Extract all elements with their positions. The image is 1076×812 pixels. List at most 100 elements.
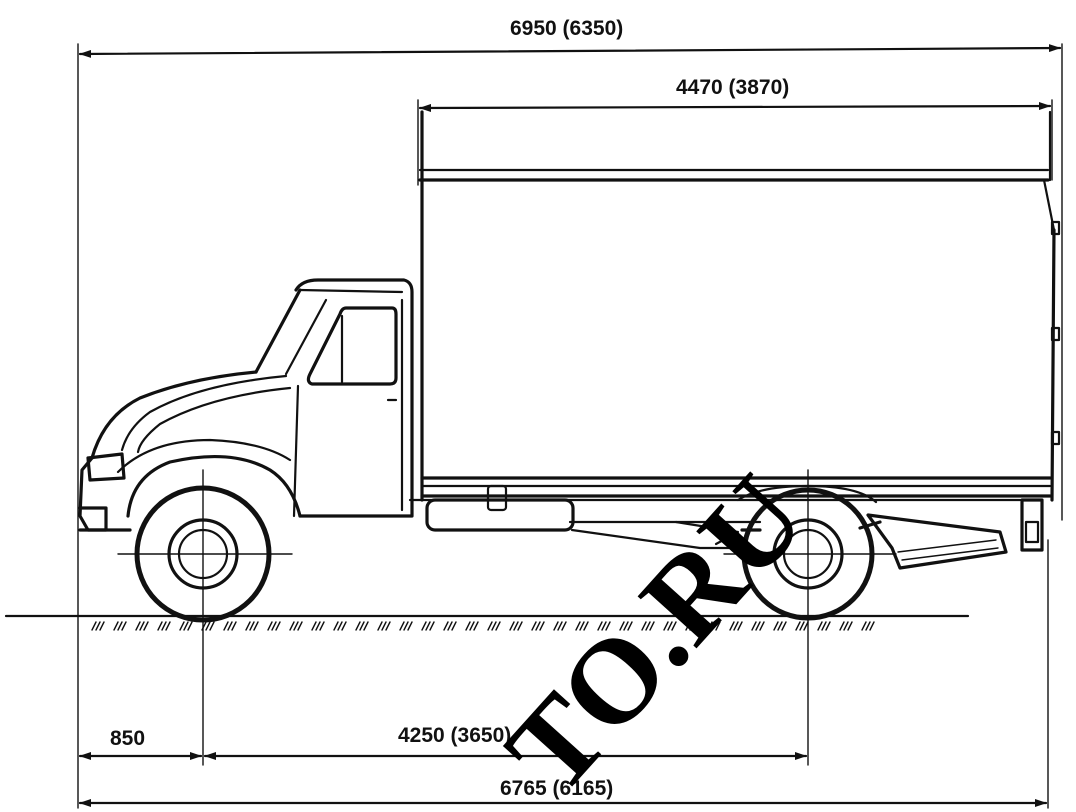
- hatch-stroke: [755, 621, 761, 631]
- hatch-stroke: [733, 621, 739, 631]
- hatch-stroke: [495, 621, 501, 631]
- hatch-stroke: [671, 621, 677, 631]
- hatch-stroke: [421, 621, 427, 631]
- hatch-stroke: [337, 621, 343, 631]
- hatch-stroke: [407, 621, 413, 631]
- hatch-stroke: [363, 621, 369, 631]
- hatch-stroke: [319, 621, 325, 631]
- hatch-stroke: [799, 621, 805, 631]
- hatch-stroke: [223, 621, 229, 631]
- spare-wheel-carrier: [866, 513, 1008, 570]
- ground-hatching: [91, 621, 875, 631]
- hatch-stroke: [795, 621, 801, 631]
- hatch-stroke: [579, 621, 585, 631]
- hatch-stroke: [649, 621, 655, 631]
- hatch-stroke: [231, 621, 237, 631]
- hatch-stroke: [399, 621, 405, 631]
- hatch-stroke: [381, 621, 387, 631]
- hatch-stroke: [707, 621, 713, 631]
- spring-front-hanger: [674, 520, 740, 546]
- hatch-stroke: [165, 621, 171, 631]
- hatch-stroke: [843, 621, 849, 631]
- hatch-stroke: [275, 621, 281, 631]
- hatch-stroke: [597, 621, 603, 631]
- rear-mudguard: [736, 484, 878, 504]
- spare-wheel-detail: [897, 539, 999, 561]
- hatch-stroke: [161, 621, 167, 631]
- hatch-stroke: [429, 621, 435, 631]
- hatch-stroke: [583, 621, 589, 631]
- cargo-box: [418, 110, 1061, 502]
- hatch-stroke: [465, 621, 471, 631]
- hatch-stroke: [561, 621, 567, 631]
- hatch-stroke: [865, 621, 871, 631]
- chassis: [408, 484, 1044, 570]
- rear-underrun-guard: [1020, 498, 1044, 552]
- hatch-stroke: [663, 621, 669, 631]
- hood: [78, 370, 302, 532]
- hatch-stroke: [623, 621, 629, 631]
- hatch-stroke: [201, 621, 207, 631]
- overall-length-line: [78, 44, 1062, 58]
- hatch-stroke: [315, 621, 321, 631]
- front-overhang-label: 850: [110, 727, 145, 750]
- hatch-stroke: [403, 621, 409, 631]
- hatch-stroke: [759, 621, 765, 631]
- hatch-stroke: [267, 621, 273, 631]
- door-front-edge: [292, 384, 300, 518]
- hatch-stroke: [187, 621, 193, 631]
- hood-top: [90, 370, 258, 460]
- overall-length-label: 6950 (6350): [510, 17, 623, 40]
- hatch-stroke: [341, 621, 347, 631]
- hatch-stroke: [605, 621, 611, 631]
- hatch-stroke: [557, 621, 563, 631]
- hatch-stroke: [825, 621, 831, 631]
- rear-hinge-top: [1050, 220, 1061, 236]
- hatch-stroke: [517, 621, 523, 631]
- hatch-stroke: [641, 621, 647, 631]
- hatch-stroke: [711, 621, 717, 631]
- hatch-stroke: [509, 621, 515, 631]
- front-fender: [126, 454, 302, 518]
- hatch-stroke: [535, 621, 541, 631]
- hatch-stroke: [693, 621, 699, 631]
- hatch-stroke: [539, 621, 545, 631]
- hatch-stroke: [627, 621, 633, 631]
- hatch-stroke: [113, 621, 119, 631]
- headlight: [86, 452, 126, 482]
- watermark: TO.RU: [480, 450, 829, 812]
- hatch-stroke: [861, 621, 867, 631]
- hatch-stroke: [121, 621, 127, 631]
- hatch-stroke: [781, 621, 787, 631]
- hatch-stroke: [553, 621, 559, 631]
- hatch-stroke: [513, 621, 519, 631]
- hatch-stroke: [385, 621, 391, 631]
- hatch-stroke: [297, 621, 303, 631]
- hatch-stroke: [157, 621, 163, 631]
- hatch-stroke: [205, 621, 211, 631]
- wheelbase-label: 4250 (3650): [398, 724, 511, 747]
- hatch-stroke: [183, 621, 189, 631]
- hatch-stroke: [817, 621, 823, 631]
- hatch-stroke: [715, 621, 721, 631]
- rear-hinge-bottom: [1050, 430, 1061, 446]
- hatch-stroke: [447, 621, 453, 631]
- hatch-stroke: [645, 621, 651, 631]
- watermark-text: TO.RU: [480, 450, 829, 812]
- hatch-stroke: [737, 621, 743, 631]
- hatch-stroke: [139, 621, 145, 631]
- exhaust-line: [570, 528, 740, 550]
- windshield-front: [254, 288, 302, 374]
- fuel-tank: [425, 498, 575, 532]
- hatch-stroke: [227, 621, 233, 631]
- hood-crease: [120, 374, 288, 452]
- hatch-stroke: [355, 621, 361, 631]
- length-to-rear-label: 6765 (6165): [500, 777, 613, 800]
- hatch-stroke: [777, 621, 783, 631]
- hatch-stroke: [773, 621, 779, 631]
- dimension-labels: 6950 (6350) 4470 (3870) 850 4250 (3650) …: [110, 17, 789, 800]
- cab-roof-line: [298, 288, 404, 294]
- hatch-stroke: [531, 621, 537, 631]
